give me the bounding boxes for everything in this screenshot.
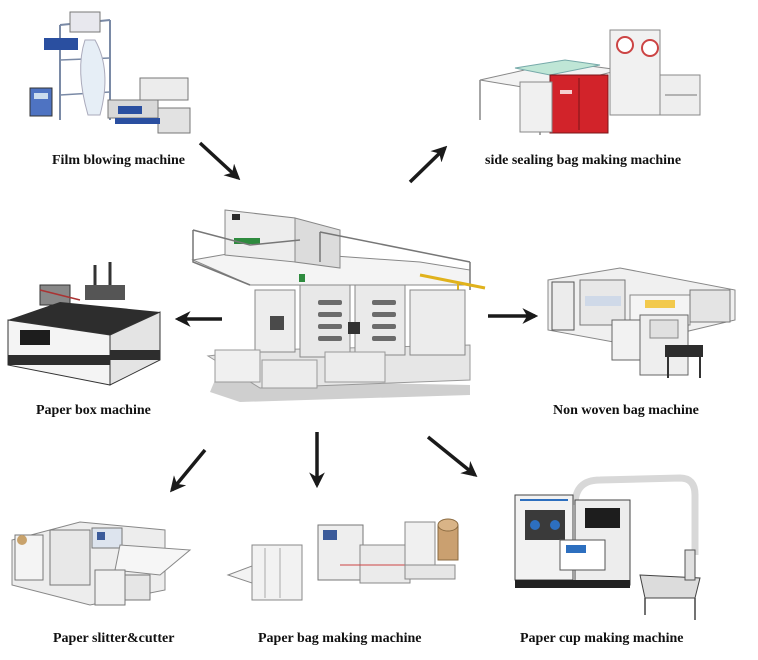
arrow-to-side-sealing [408,145,448,184]
label-side-sealing: side sealing bag making machine [485,153,682,168]
label-non-woven: Non woven bag machine [553,403,699,418]
paper-cup-machine-icon [514,474,701,620]
film-blowing-machine-icon [29,11,191,134]
paper-bag-machine-icon [226,518,459,601]
label-paper-cup: Paper cup making machine [520,631,684,646]
label-paper-bag: Paper bag making machine [258,631,422,646]
arrow-to-film [198,141,241,181]
non-woven-bag-machine-icon [547,267,736,378]
paper-slitter-machine-icon [11,521,192,606]
arrow-to-paper-cup [426,435,478,477]
label-paper-slitter: Paper slitter&cutter [53,631,175,646]
side-sealing-machine-icon [479,29,701,135]
center-printing-machine [191,209,486,402]
arrow-to-slitter [169,448,207,493]
paper-box-machine-icon [7,262,161,386]
label-paper-box: Paper box machine [36,403,151,418]
label-film-blowing: Film blowing machine [52,153,186,168]
